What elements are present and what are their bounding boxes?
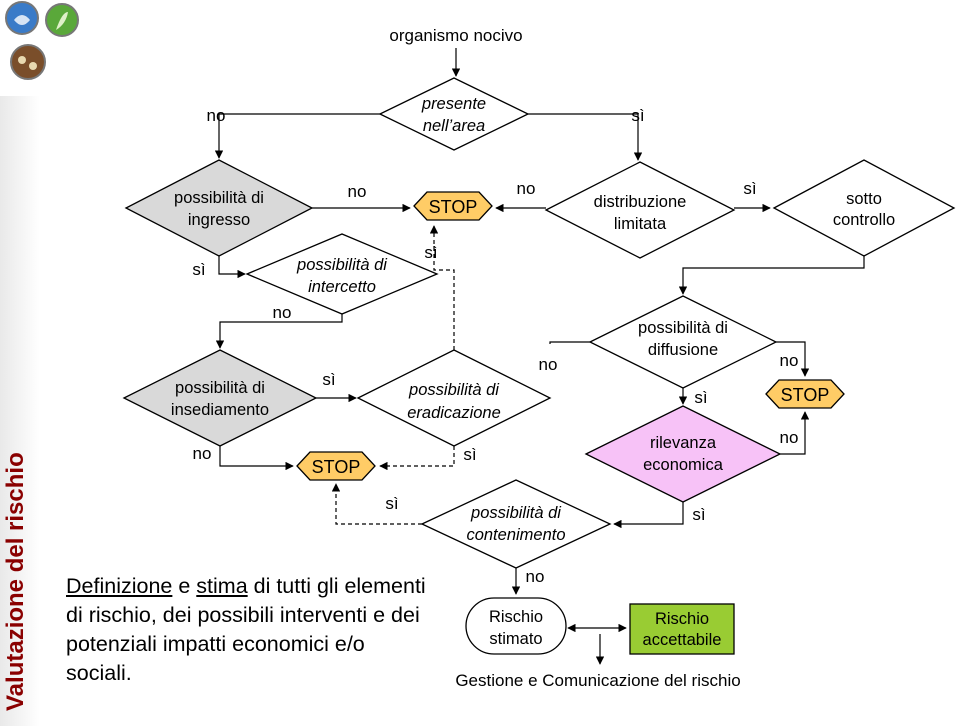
rilevanza-line1: rilevanza — [650, 434, 717, 452]
edge-labels: no sì no sì sì no no sì sì no sì sì no s… — [192, 106, 798, 586]
node-stop-top: STOP — [413, 191, 493, 221]
eradicazione-line2: eradicazione — [407, 404, 501, 422]
insediamento-line1: possibilità di — [175, 379, 265, 397]
stimato-line1: Rischio — [489, 608, 543, 626]
node-contenimento: possibilità di contenimento — [420, 479, 612, 569]
label-diffusione-no-right: no — [780, 351, 799, 370]
organismo-nocivo: organismo nocivo — [389, 26, 522, 45]
label-eradicazione-si: sì — [463, 445, 476, 464]
label-stop-si: sì — [385, 494, 398, 513]
node-sotto-controllo: sotto controllo — [772, 159, 956, 257]
description-rest: di tutti gli elementi di rischio, dei po… — [66, 574, 426, 685]
label-rilevanza-no: no — [780, 428, 799, 447]
stop-top-label: STOP — [429, 197, 478, 217]
label-rilevanza-si: sì — [692, 505, 705, 524]
sotto-line1: sotto — [846, 190, 882, 208]
dashed-connectors — [331, 225, 455, 525]
distribuzione-line2: limitata — [614, 215, 667, 233]
node-ingresso: possibilità di ingresso — [124, 159, 314, 257]
contenimento-line1: possibilità di — [470, 504, 562, 522]
rilevanza-line2: economica — [643, 456, 724, 474]
definizione-word: Definizione — [66, 574, 173, 598]
label-ingresso-si: sì — [192, 260, 205, 279]
node-intercetto: possibilità di intercetto — [245, 233, 439, 315]
label-ingresso-no: no — [348, 182, 367, 201]
intercetto-line1: possibilità di — [296, 256, 388, 274]
presente-line1: presente — [421, 95, 486, 113]
node-presente: presente nell’area — [378, 77, 530, 151]
label-diffusione-no: no — [539, 355, 558, 374]
side-band — [0, 96, 40, 726]
insediamento-line2: insediamento — [171, 401, 269, 419]
sotto-line2: controllo — [833, 211, 895, 229]
label-presente-si: sì — [631, 106, 644, 125]
logo — [5, 1, 79, 80]
eradicazione-line1: possibilità di — [408, 381, 500, 399]
ingresso-line1: possibilità di — [174, 189, 264, 207]
description-e: e — [172, 574, 197, 598]
node-insediamento: possibilità di insediamento — [122, 349, 318, 447]
stop-right-label: STOP — [781, 385, 830, 405]
label-diffusione-si: sì — [694, 388, 707, 407]
ingresso-line2: ingresso — [188, 211, 250, 229]
node-diffusione: possibilità di diffusione — [588, 295, 778, 389]
diffusione-line2: diffusione — [648, 341, 718, 359]
node-rischio-stimato: Rischio stimato — [465, 597, 567, 655]
node-rilevanza: rilevanza economica — [584, 405, 782, 503]
node-distribuzione: distribuzione limitata — [544, 161, 736, 259]
description-text: Definizione e stima di tutti gli element… — [66, 572, 426, 688]
node-stop-right: STOP — [765, 379, 845, 409]
diffusione-line1: possibilità di — [638, 319, 728, 337]
distribuzione-line1: distribuzione — [594, 193, 687, 211]
node-eradicazione: possibilità di eradicazione — [356, 349, 552, 447]
stima-word: stima — [196, 574, 248, 598]
node-stop-left: STOP — [296, 451, 376, 481]
label-intercetto-si: sì — [424, 243, 437, 262]
gestione-comunicazione: Gestione e Comunicazione del rischio — [455, 671, 740, 690]
presente-line2: nell’area — [423, 117, 485, 135]
label-intercetto-no: no — [273, 303, 292, 322]
accettabile-line2: accettabile — [643, 631, 722, 649]
label-distribuzione-no: no — [517, 179, 536, 198]
stop-left-label: STOP — [312, 457, 361, 477]
label-distribuzione-si: sì — [743, 179, 756, 198]
label-insediamento-no: no — [193, 444, 212, 463]
node-rischio-accettabile: Rischio accettabile — [629, 603, 735, 655]
stimato-line2: stimato — [489, 630, 542, 648]
intercetto-line2: intercetto — [308, 278, 376, 296]
connectors — [214, 48, 865, 665]
label-presente-no: no — [207, 106, 226, 125]
accettabile-line1: Rischio — [655, 610, 709, 628]
label-insediamento-si: sì — [322, 370, 335, 389]
contenimento-line2: contenimento — [466, 526, 565, 544]
label-contenimento-no: no — [526, 567, 545, 586]
